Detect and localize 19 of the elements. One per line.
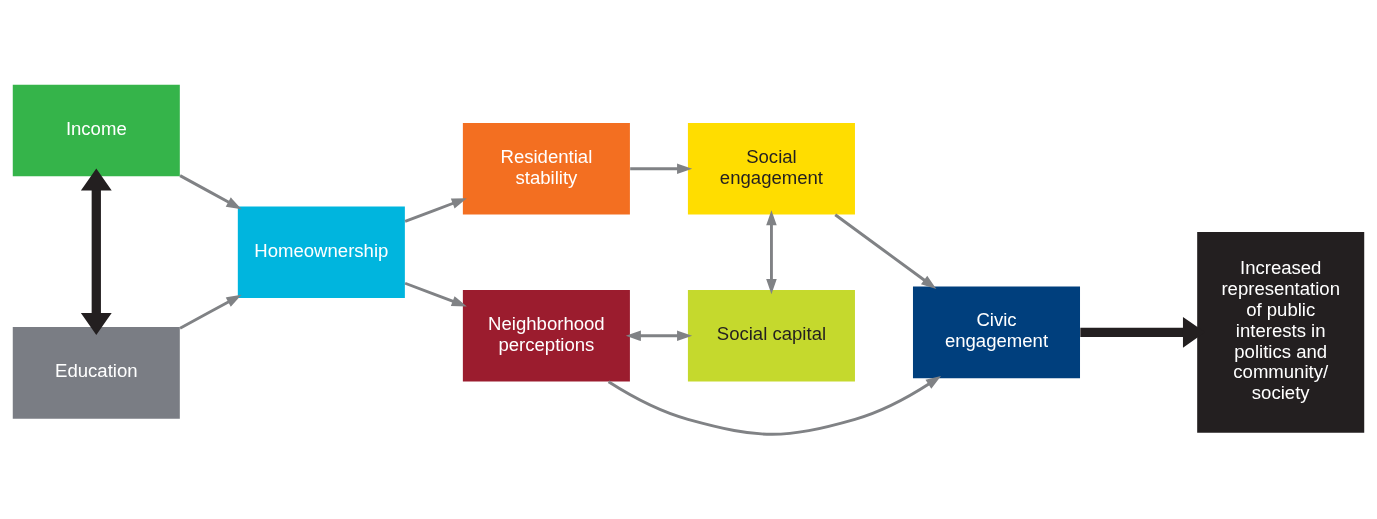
arrow xyxy=(179,294,242,330)
node-box: Education xyxy=(12,327,180,419)
node-box: Social engagement xyxy=(687,122,855,215)
node-box: Social capital xyxy=(687,289,855,382)
node-box: Increased representation of public interests in politics and community/ society xyxy=(1197,231,1365,433)
node-box: Neighborhood perceptions xyxy=(462,289,630,382)
arrow xyxy=(834,213,937,289)
arrow xyxy=(607,375,941,436)
arrow xyxy=(625,330,693,342)
arrow xyxy=(404,281,467,307)
node-box: Homeownership xyxy=(237,206,405,299)
node-box: Civic engagement xyxy=(912,286,1080,379)
arrow xyxy=(766,210,777,295)
arrow xyxy=(80,168,112,336)
node-box: Income xyxy=(12,84,180,177)
arrow xyxy=(630,163,693,175)
node-box: Residential stability xyxy=(462,122,630,215)
arrow xyxy=(179,174,242,210)
arrow xyxy=(404,198,467,223)
